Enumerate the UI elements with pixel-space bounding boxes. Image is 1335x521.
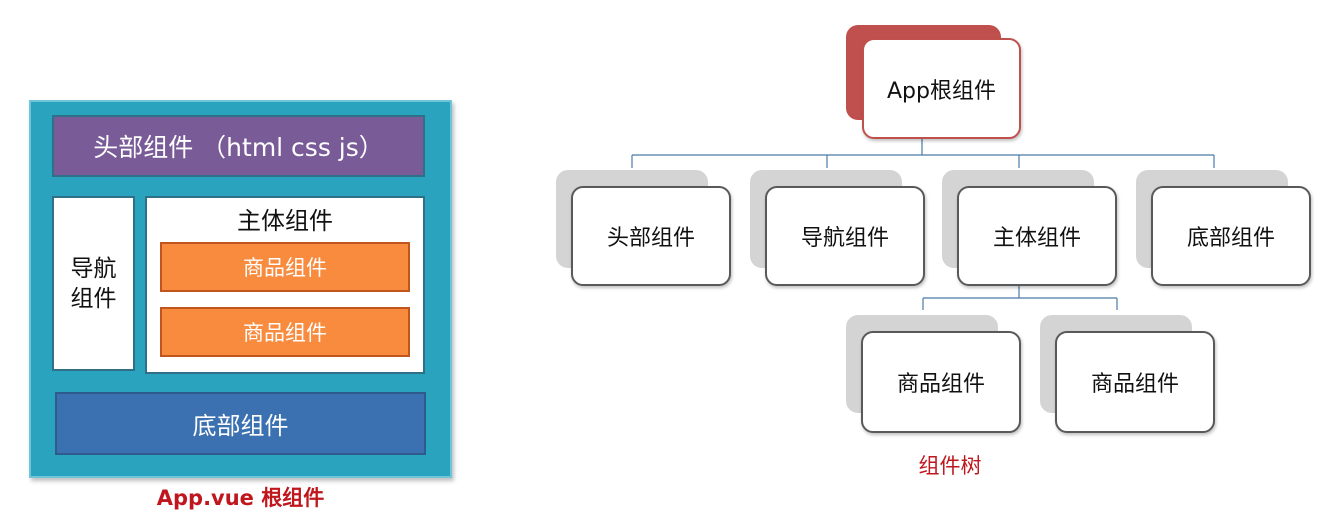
tree-node-footer: 底部组件	[1151, 186, 1311, 286]
header-component-box: 头部组件 （html css js）	[52, 115, 425, 177]
nav-component-box: 导航组件	[52, 196, 135, 371]
component-tree-caption: 组件树	[918, 454, 982, 478]
main-component-title: 主体组件	[237, 207, 333, 235]
goods-component-box-2: 商品组件	[160, 307, 410, 357]
tree-node-goods-2: 商品组件	[1055, 331, 1215, 433]
tree-node-goods-1: 商品组件	[861, 331, 1021, 433]
app-vue-caption: App.vue 根组件	[156, 486, 325, 510]
tree-node-main: 主体组件	[957, 186, 1117, 286]
tree-node-nav: 导航组件	[765, 186, 925, 286]
tree-node-header: 头部组件	[571, 186, 731, 286]
goods-component-box-1: 商品组件	[160, 242, 410, 292]
footer-component-box: 底部组件	[55, 392, 426, 455]
tree-node-root: App根组件	[862, 38, 1021, 139]
